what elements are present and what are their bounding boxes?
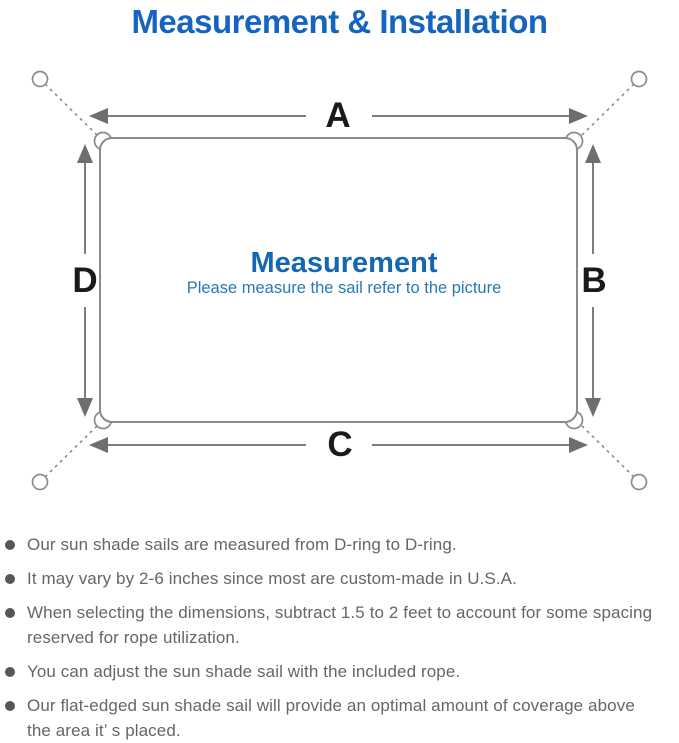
arrowhead-c-right-icon bbox=[569, 437, 588, 453]
arrowhead-a-left-icon bbox=[89, 108, 108, 124]
bullet-line: reserved for rope utilization. bbox=[27, 628, 240, 647]
measurement-diagram: A B C D Measurement Please measure the s… bbox=[0, 60, 679, 520]
arrowhead-c-left-icon bbox=[89, 437, 108, 453]
guy-line-bottom-right bbox=[580, 424, 635, 478]
anchor-ring-icon-bottom-left bbox=[31, 473, 49, 491]
bullet-line: It may vary by 2-6 inches since most are… bbox=[27, 569, 517, 588]
sail-outline bbox=[99, 137, 578, 423]
bullet-item-adjust-rope: You can adjust the sun shade sail with t… bbox=[5, 659, 675, 684]
arrowhead-b-up-icon bbox=[585, 144, 601, 163]
arrowhead-b-down-icon bbox=[585, 398, 601, 417]
bullet-dot-icon bbox=[5, 608, 15, 618]
guy-line-top-right bbox=[580, 83, 635, 137]
anchor-ring-icon-top-left bbox=[31, 70, 49, 88]
dimension-label-a: A bbox=[325, 96, 350, 135]
diagram-center-subtitle: Please measure the sail refer to the pic… bbox=[187, 279, 502, 297]
guy-line-top-left bbox=[44, 83, 99, 137]
bullet-item-measured-dring: Our sun shade sails are measured from D-… bbox=[5, 532, 675, 557]
arrowhead-d-down-icon bbox=[77, 398, 93, 417]
bullet-dot-icon bbox=[5, 667, 15, 677]
bullet-line: You can adjust the sun shade sail with t… bbox=[27, 662, 461, 681]
page-title: Measurement & Installation bbox=[131, 3, 548, 40]
bullet-item-vary-inches: It may vary by 2-6 inches since most are… bbox=[5, 566, 675, 591]
bullet-item-subtract-spacing: When selecting the dimensions, subtract … bbox=[5, 600, 675, 650]
bullet-list: Our sun shade sails are measured from D-… bbox=[0, 518, 679, 743]
guy-line-bottom-left bbox=[44, 424, 99, 478]
diagram-center-title: Measurement bbox=[251, 247, 438, 279]
bullet-line: Our flat-edged sun shade sail will provi… bbox=[27, 696, 635, 715]
dimension-label-b: B bbox=[581, 261, 606, 300]
bullet-line: Our sun shade sails are measured from D-… bbox=[27, 535, 457, 554]
dimension-label-d: D bbox=[72, 261, 97, 300]
bullet-line: the area it’ s placed. bbox=[27, 721, 181, 740]
anchor-ring-icon-bottom-right bbox=[630, 473, 648, 491]
bullet-dot-icon bbox=[5, 540, 15, 550]
dimension-label-c: C bbox=[327, 425, 352, 464]
arrowhead-a-right-icon bbox=[569, 108, 588, 124]
bullet-line: When selecting the dimensions, subtract … bbox=[27, 603, 653, 622]
sail-measurement-svg: A B C D Measurement Please measure the s… bbox=[31, 70, 648, 491]
arrowhead-d-up-icon bbox=[77, 144, 93, 163]
anchor-ring-icon-top-right bbox=[630, 70, 648, 88]
bullet-item-flat-edged-coverage: Our flat-edged sun shade sail will provi… bbox=[5, 693, 675, 743]
bullet-dot-icon bbox=[5, 701, 15, 711]
bullet-dot-icon bbox=[5, 574, 15, 584]
